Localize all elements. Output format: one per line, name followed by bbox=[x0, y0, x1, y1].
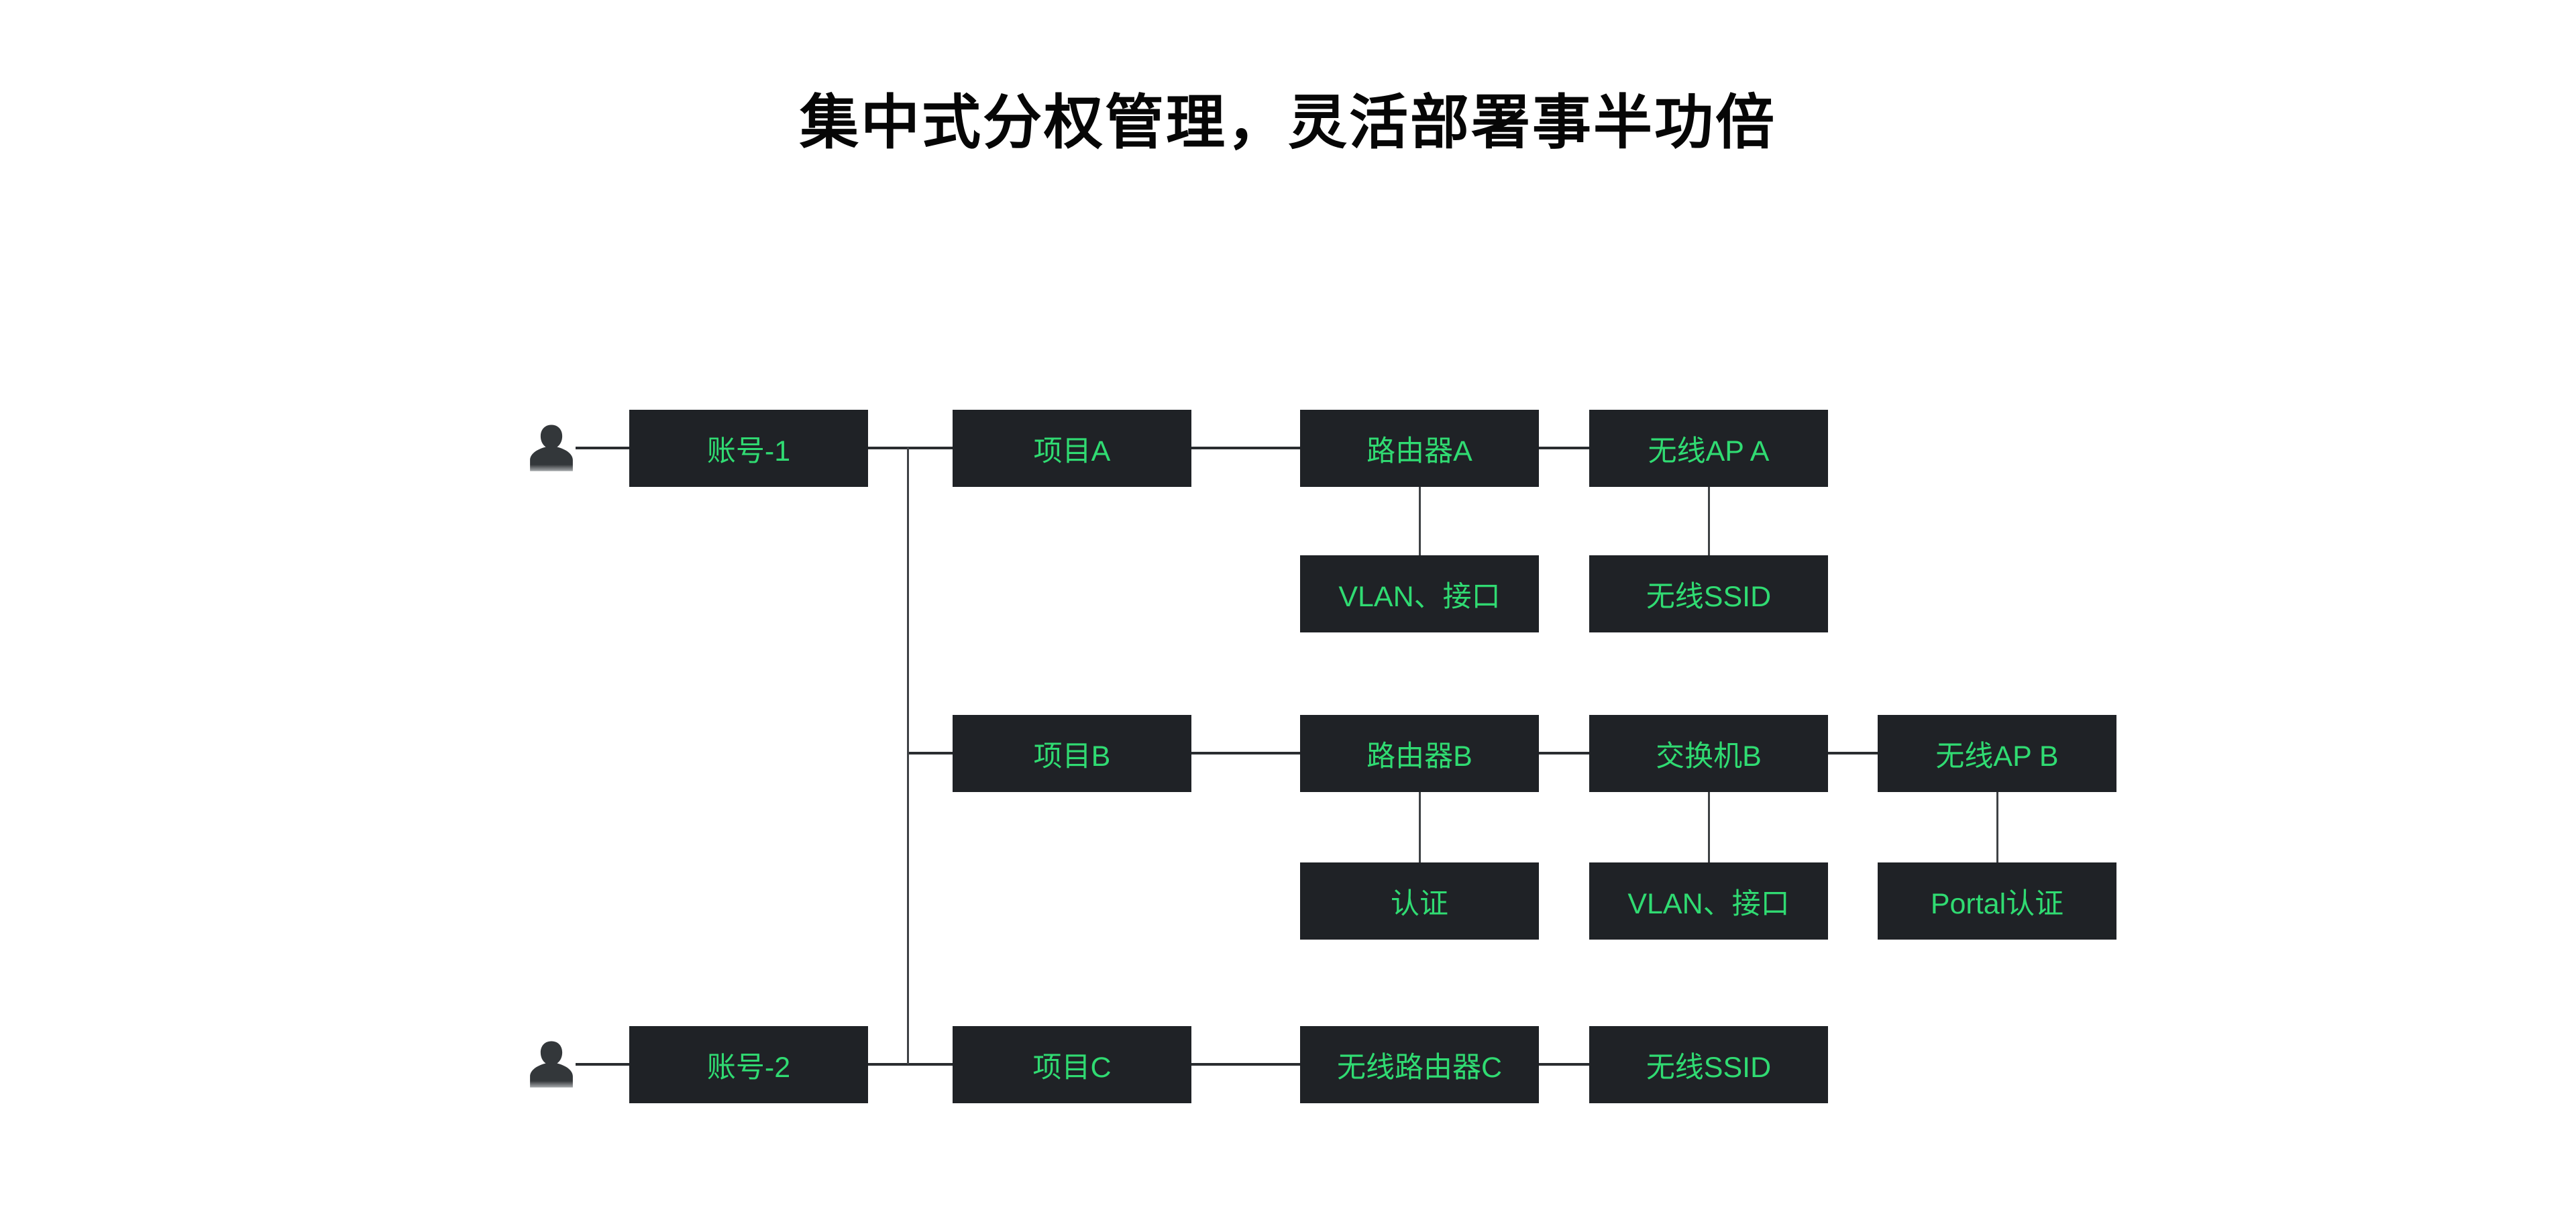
node-vlan-interface-a: VLAN、接口 bbox=[1300, 555, 1539, 632]
node-wireless-ap-a: 无线AP A bbox=[1589, 410, 1828, 487]
page-title: 集中式分权管理，灵活部署事半功倍 bbox=[799, 89, 1776, 156]
node-label: 项目A bbox=[1033, 435, 1111, 467]
node-label: 项目B bbox=[1033, 740, 1111, 773]
node-project-c: 项目C bbox=[953, 1026, 1191, 1103]
node-account-1: 账号-1 bbox=[629, 410, 868, 487]
node-wireless-ssid-c: 无线SSID bbox=[1589, 1026, 1828, 1103]
connector-projectB-routerB bbox=[1191, 752, 1300, 754]
node-label: 无线路由器C bbox=[1336, 1051, 1503, 1084]
node-label: 无线AP B bbox=[1935, 740, 2059, 773]
node-label: 项目C bbox=[1032, 1051, 1112, 1084]
node-router-a: 路由器A bbox=[1300, 410, 1539, 487]
connector-account1-projectA bbox=[868, 447, 953, 449]
node-label: 路由器B bbox=[1366, 740, 1472, 773]
connector-trunk-projectB bbox=[908, 752, 953, 754]
connector-apA-ssidA bbox=[1708, 487, 1710, 555]
connector-switchB-vlanB bbox=[1708, 792, 1710, 862]
connector-user2-account2 bbox=[576, 1063, 629, 1066]
user-icon bbox=[530, 425, 573, 471]
node-label: 认证 bbox=[1391, 887, 1448, 920]
connector-switchB-apB bbox=[1828, 752, 1878, 754]
node-router-b: 路由器B bbox=[1300, 715, 1539, 792]
node-label: 账号-1 bbox=[706, 435, 791, 467]
node-wireless-router-c: 无线路由器C bbox=[1300, 1026, 1539, 1103]
node-auth-b: 认证 bbox=[1300, 862, 1539, 940]
connector-routerB-switchB bbox=[1539, 752, 1589, 754]
connector-projectC-wirelessRouterC bbox=[1191, 1063, 1300, 1066]
user-icon bbox=[530, 1041, 573, 1088]
node-wireless-ssid-a: 无线SSID bbox=[1589, 555, 1828, 632]
node-label: Portal认证 bbox=[1930, 887, 2064, 920]
node-label: 无线AP A bbox=[1648, 435, 1770, 467]
connector-trunk-vertical bbox=[907, 447, 909, 1064]
node-label: VLAN、接口 bbox=[1338, 580, 1501, 613]
node-label: 路由器A bbox=[1366, 435, 1472, 467]
node-vlan-interface-b: VLAN、接口 bbox=[1589, 862, 1828, 940]
node-account-2: 账号-2 bbox=[629, 1026, 868, 1103]
node-label: 无线SSID bbox=[1646, 580, 1772, 613]
node-label: 无线SSID bbox=[1646, 1051, 1772, 1084]
node-switch-b: 交换机B bbox=[1589, 715, 1828, 792]
connector-routerB-authB bbox=[1419, 792, 1421, 862]
connector-user1-account1 bbox=[576, 447, 629, 449]
node-label: 交换机B bbox=[1656, 740, 1762, 773]
connector-routerA-vlanA bbox=[1419, 487, 1421, 555]
connector-projectA-routerA bbox=[1191, 447, 1300, 449]
connector-wirelessRouterC-ssidC bbox=[1539, 1063, 1589, 1066]
node-label: VLAN、接口 bbox=[1627, 887, 1790, 920]
node-wireless-ap-b: 无线AP B bbox=[1878, 715, 2116, 792]
connector-apB-portalB bbox=[1996, 792, 1998, 862]
node-portal-auth-b: Portal认证 bbox=[1878, 862, 2116, 940]
connector-account2-projectC bbox=[868, 1063, 953, 1066]
node-project-b: 项目B bbox=[953, 715, 1191, 792]
node-label: 账号-2 bbox=[706, 1051, 791, 1084]
connector-routerA-apA bbox=[1539, 447, 1589, 449]
node-project-a: 项目A bbox=[953, 410, 1191, 487]
